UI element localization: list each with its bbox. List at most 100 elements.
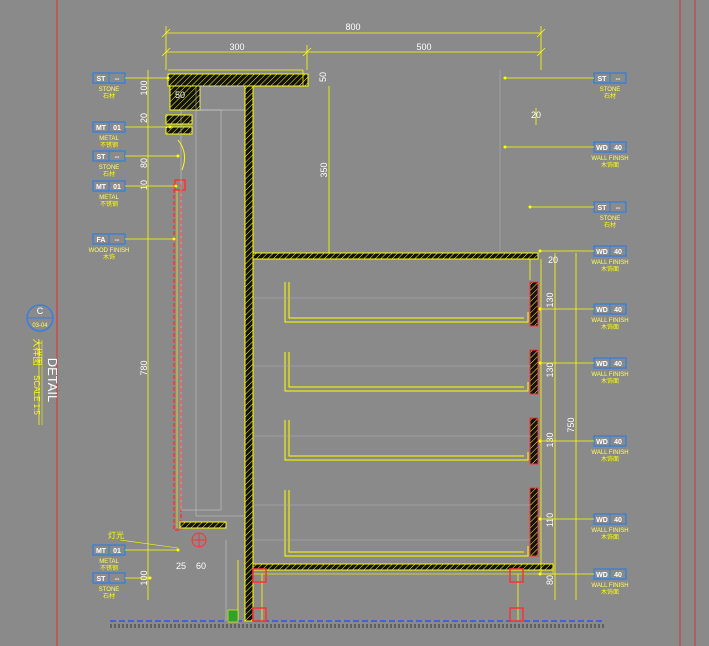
dim-350: 350	[319, 162, 329, 177]
tag-number: 40	[614, 517, 622, 524]
tag-label-cn: 不锈钢	[100, 200, 118, 208]
tag-number: --	[616, 205, 621, 212]
dim-10: 10	[139, 180, 149, 190]
light-note: 灯光	[108, 530, 124, 540]
tag-label-cn: 木饰面	[601, 533, 619, 541]
tag-label-cn: 木饰面	[601, 588, 619, 596]
tag-code: ST	[598, 76, 608, 83]
tag-code: WD	[596, 361, 608, 368]
tag-label-cn: 木饰面	[601, 323, 619, 331]
tag-label: STONE	[99, 587, 120, 593]
tag-label: WALL FINISH	[591, 450, 628, 456]
top-dimensions	[161, 26, 546, 70]
title-sheet: 03-04	[32, 323, 48, 329]
tag-number: --	[115, 154, 120, 161]
dim-50b: 50	[318, 72, 328, 82]
tag-code: FA	[97, 237, 106, 244]
tag-number: --	[115, 576, 120, 583]
tag-number: --	[115, 76, 120, 83]
tag-label: WALL FINISH	[591, 583, 628, 589]
tag-label: METAL	[99, 136, 119, 142]
dim-780: 780	[139, 360, 149, 375]
dim-130a: 130	[545, 292, 555, 307]
dim-50a: 50	[175, 90, 185, 100]
detail-title: C 03-04 DETAIL 大样图 SCALE 1:5	[26, 304, 60, 425]
vertical-dimension-lines	[147, 70, 577, 600]
tag-label: WALL FINISH	[591, 260, 628, 266]
tag-label: WALL FINISH	[591, 372, 628, 378]
tag-number: 40	[614, 439, 622, 446]
dim-top-right: 500	[416, 42, 431, 52]
shelf-units	[284, 282, 529, 557]
tag-code: WD	[596, 145, 608, 152]
sheet-frame	[56, 0, 696, 646]
tag-code: MT	[96, 548, 107, 555]
tag-code: WD	[596, 572, 608, 579]
dim-top-total: 800	[345, 22, 360, 32]
tag-label-cn: 石材	[103, 92, 115, 100]
title-sub: 大样图	[32, 338, 43, 365]
tag-label-cn: 石材	[604, 221, 616, 229]
title-main: DETAIL	[45, 358, 60, 403]
tag-code: ST	[97, 76, 107, 83]
construction-lines	[253, 70, 530, 541]
tag-label: STONE	[99, 87, 120, 93]
tag-number: 40	[614, 307, 622, 314]
dim-80: 80	[139, 158, 149, 168]
tag-code: ST	[97, 576, 107, 583]
tag-label-cn: 木饰	[103, 253, 115, 261]
tag-number: 01	[113, 125, 121, 132]
tag-label-cn: 石材	[604, 92, 616, 100]
tag-code: WD	[596, 439, 608, 446]
tag-number: 40	[614, 249, 622, 256]
tag-label-cn: 木饰面	[601, 161, 619, 169]
tag-label-cn: 不锈钢	[100, 141, 118, 149]
tag-label-cn: 木饰面	[601, 377, 619, 385]
dim-750: 750	[566, 417, 576, 432]
tag-code: ST	[598, 205, 608, 212]
tag-number: 40	[614, 572, 622, 579]
tag-label: STONE	[600, 216, 621, 222]
shelf-fronts	[529, 259, 542, 574]
dim-25: 25	[176, 561, 186, 571]
tag-label: WALL FINISH	[591, 156, 628, 162]
dim-130b: 130	[545, 362, 555, 377]
tag-number: 40	[614, 145, 622, 152]
tag-code: MT	[96, 125, 107, 132]
tag-label-cn: 木饰面	[601, 265, 619, 273]
tag-number: 01	[113, 548, 121, 555]
tag-label: METAL	[99, 195, 119, 201]
tag-number: --	[115, 237, 120, 244]
tag-label-cn: 木饰面	[601, 455, 619, 463]
top-shelf	[252, 252, 539, 280]
tag-label-cn: 石材	[103, 170, 115, 178]
tag-code: MT	[96, 184, 107, 191]
tag-label: WOOD FINISH	[89, 248, 130, 254]
tag-code: WD	[596, 517, 608, 524]
tag-label: WALL FINISH	[591, 318, 628, 324]
left-panel	[165, 85, 249, 531]
dim-130c: 130	[545, 432, 555, 447]
dim-20: 20	[139, 113, 149, 123]
title-scale: SCALE 1:5	[32, 375, 41, 415]
tag-label: METAL	[99, 559, 119, 565]
tag-label-cn: 石材	[103, 592, 115, 600]
tag-code: WD	[596, 307, 608, 314]
dim-20c: 20	[548, 255, 558, 265]
